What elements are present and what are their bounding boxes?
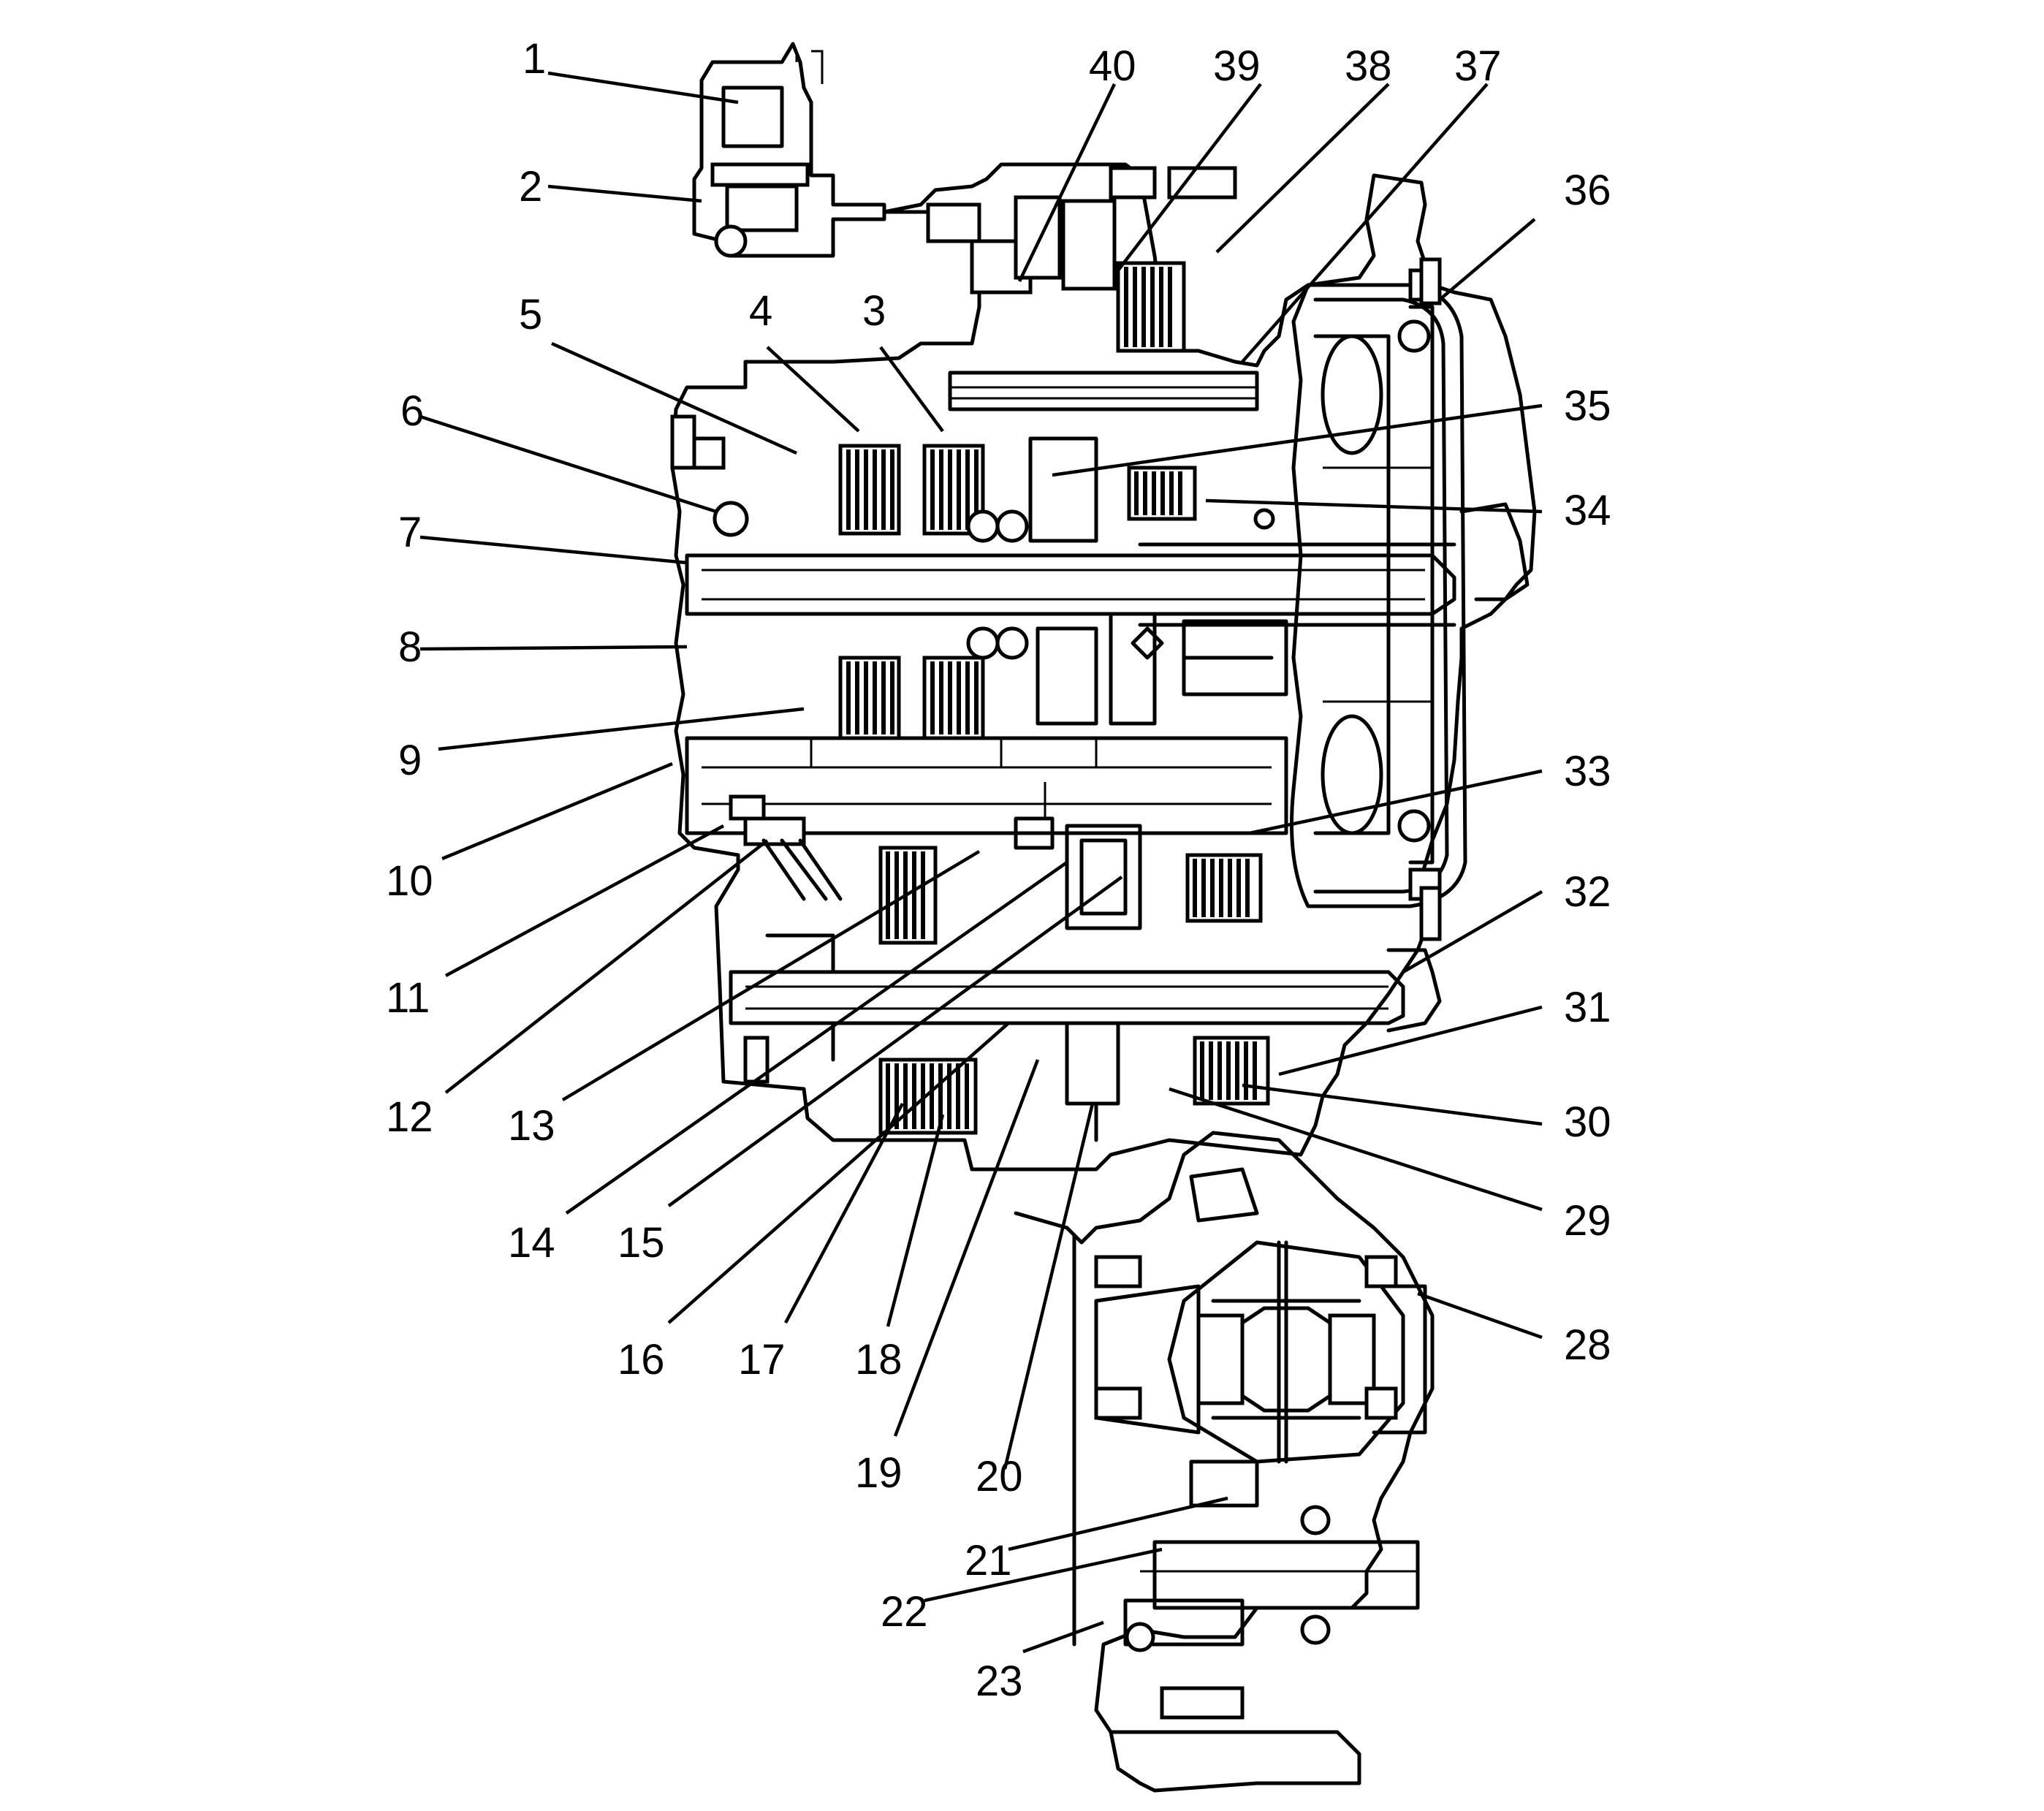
callout-6: 6 <box>400 387 424 435</box>
leader-lines <box>419 71 1543 1654</box>
callout-3: 3 <box>862 287 886 335</box>
callout-12: 12 <box>386 1093 433 1141</box>
callout-16: 16 <box>618 1336 665 1383</box>
bearings <box>713 501 1275 660</box>
callout-5: 5 <box>519 291 542 338</box>
callout-18: 18 <box>855 1336 903 1383</box>
callout-13: 13 <box>508 1102 555 1150</box>
callout-40: 40 <box>1089 42 1136 90</box>
callout-10: 10 <box>386 857 433 905</box>
callout-1: 1 <box>523 35 546 83</box>
callout-34: 34 <box>1564 487 1611 534</box>
planetary-gearsets <box>1014 436 1288 1142</box>
torque-converter <box>1290 257 1530 941</box>
callout-labels: 1 2 3 4 5 6 7 8 9 10 11 12 13 14 15 16 1… <box>386 35 1611 1705</box>
clutch-packs-upper <box>838 261 1270 1106</box>
callout-29: 29 <box>1564 1197 1611 1245</box>
upper-housing-outline <box>670 162 1537 1172</box>
callout-14: 14 <box>508 1219 555 1267</box>
callout-8: 8 <box>398 623 422 671</box>
callout-15: 15 <box>618 1219 665 1267</box>
callout-31: 31 <box>1564 984 1611 1031</box>
callout-32: 32 <box>1564 868 1611 916</box>
callout-20: 20 <box>976 1453 1023 1500</box>
callout-35: 35 <box>1564 382 1611 430</box>
callout-11: 11 <box>386 974 430 1022</box>
callout-19: 19 <box>855 1449 903 1497</box>
callout-2: 2 <box>519 163 542 210</box>
callout-22: 22 <box>881 1588 928 1636</box>
callout-37: 37 <box>1454 42 1502 90</box>
transmission-drawing <box>670 42 1537 1793</box>
callout-28: 28 <box>1564 1321 1611 1369</box>
callout-9: 9 <box>398 737 422 784</box>
input-shaft <box>685 542 1456 627</box>
callout-4: 4 <box>749 287 772 335</box>
callout-33: 33 <box>1564 748 1611 795</box>
callout-38: 38 <box>1345 42 1392 90</box>
differential <box>1014 1131 1435 1793</box>
callout-7: 7 <box>398 509 422 556</box>
left-side-details <box>670 414 843 1084</box>
output-shaft-upper <box>685 736 1288 835</box>
output-shaft-lower <box>729 948 1442 1033</box>
callout-36: 36 <box>1564 167 1611 214</box>
callout-17: 17 <box>738 1336 786 1383</box>
callout-39: 39 <box>1213 42 1261 90</box>
upper-bosses <box>926 166 1237 295</box>
clutch-packs-lower <box>878 846 978 1135</box>
callout-23: 23 <box>976 1658 1023 1705</box>
upper-shaft <box>948 371 1259 411</box>
callout-21: 21 <box>965 1537 1012 1584</box>
pump-assembly <box>692 42 886 258</box>
callout-30: 30 <box>1564 1098 1611 1146</box>
